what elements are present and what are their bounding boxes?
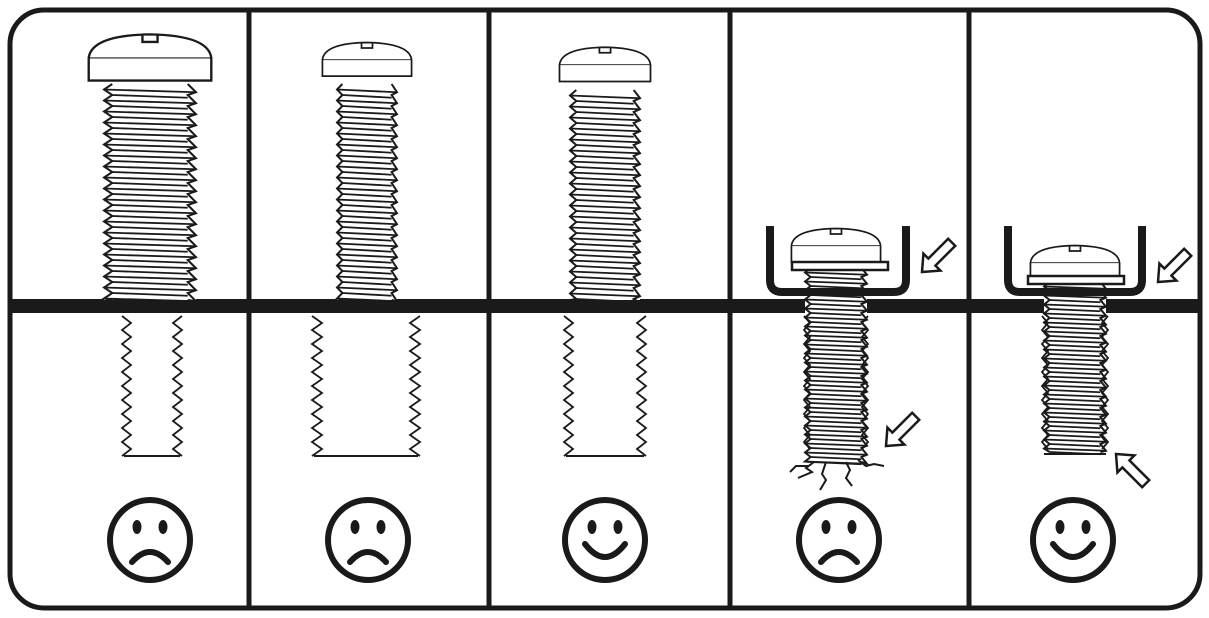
screws-layer [87,33,1121,466]
arrows-layer [884,236,1194,490]
arrow-icon [1114,452,1152,490]
screw-head [790,227,882,264]
bracket-icon [766,226,910,296]
crack-icon [789,459,885,491]
sad-face-icon [325,497,411,583]
screw-head [87,33,213,82]
screw-head [1029,244,1121,281]
brackets-layer [766,226,1146,296]
screw-icon [1029,244,1121,456]
bracket-icon [1004,226,1146,296]
arrow-icon [1156,246,1194,284]
threaded-hole-icon [562,315,648,457]
threaded-hole-icon [120,315,184,457]
threaded-hole-icon [1040,315,1110,455]
threaded-hole-icon [802,315,870,450]
happy-face-icon [1030,497,1116,583]
sad-face-icon [107,497,193,583]
happy-face-icon [562,497,648,583]
surface-line [12,299,1198,313]
screw-icon [790,227,882,466]
screw-head [321,41,413,78]
faces-layer [107,497,1116,583]
washer [790,260,890,272]
washer [1026,274,1126,286]
arrow-icon [884,410,922,448]
screw-icon [558,45,652,304]
sad-face-icon [796,497,882,583]
screw-icon [87,33,213,304]
screw-head [558,45,652,83]
holes-layer [120,315,1110,457]
arrow-icon [920,236,958,274]
screw-icon [321,41,413,304]
cracks-layer [789,459,885,491]
threaded-hole-icon [310,315,422,457]
